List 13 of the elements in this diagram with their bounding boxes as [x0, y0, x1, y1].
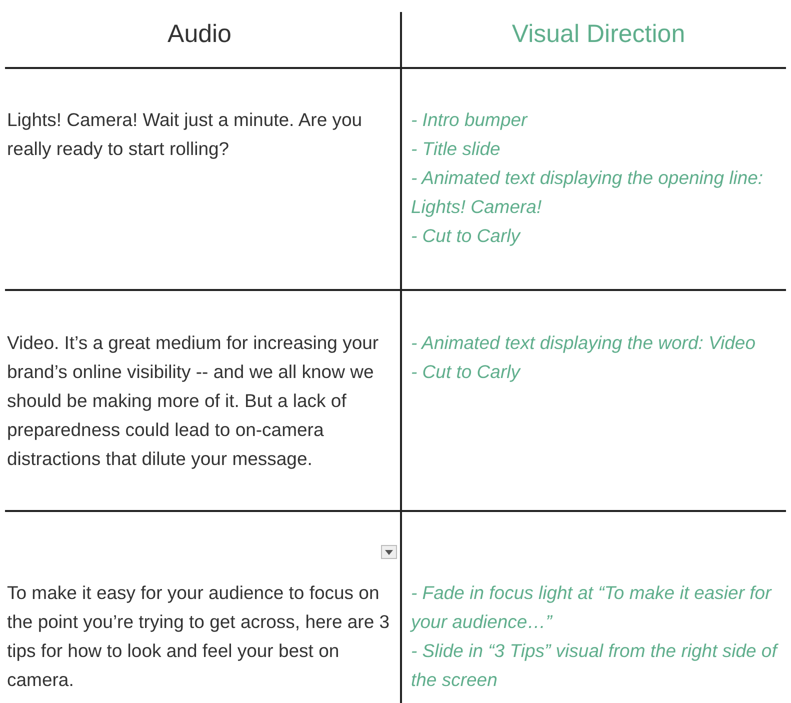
visual-direction-item: - Fade in focus light at “To make it easier for your audience…” — [411, 581, 773, 634]
visual-direction-item: - Title slide — [411, 137, 502, 161]
visual-direction-item: - Cut to Carly — [411, 224, 522, 248]
visual-direction-item: - Cut to Carly — [411, 360, 522, 384]
column-header: Audio — [166, 20, 232, 49]
audio-script-text: Video. It’s a great medium for increasing your brand’s online visibility -- and we all know we should be making more of it. But a lack of preparedness could lead to on-camera distractions that dilute your message. — [7, 331, 380, 471]
visual-direction-item: - Intro bumper — [411, 108, 529, 132]
visual-direction-item: - Animated text displaying the word: Video — [411, 331, 756, 355]
visual-direction-item: - Animated text displaying the opening line: Lights! Camera! — [411, 166, 764, 219]
column-header: Visual Direction — [510, 20, 686, 49]
audio-script-text: To make it easy for your audience to focus on the point you’re trying to get across, here are 3 tips for how to look and feel your best on camera. — [7, 581, 391, 692]
visual-direction-item: - Slide in “3 Tips” visual from the right side of the screen — [411, 639, 780, 692]
audio-script-text: Lights! Camera! Wait just a minute. Are you really ready to start rolling? — [7, 108, 364, 161]
